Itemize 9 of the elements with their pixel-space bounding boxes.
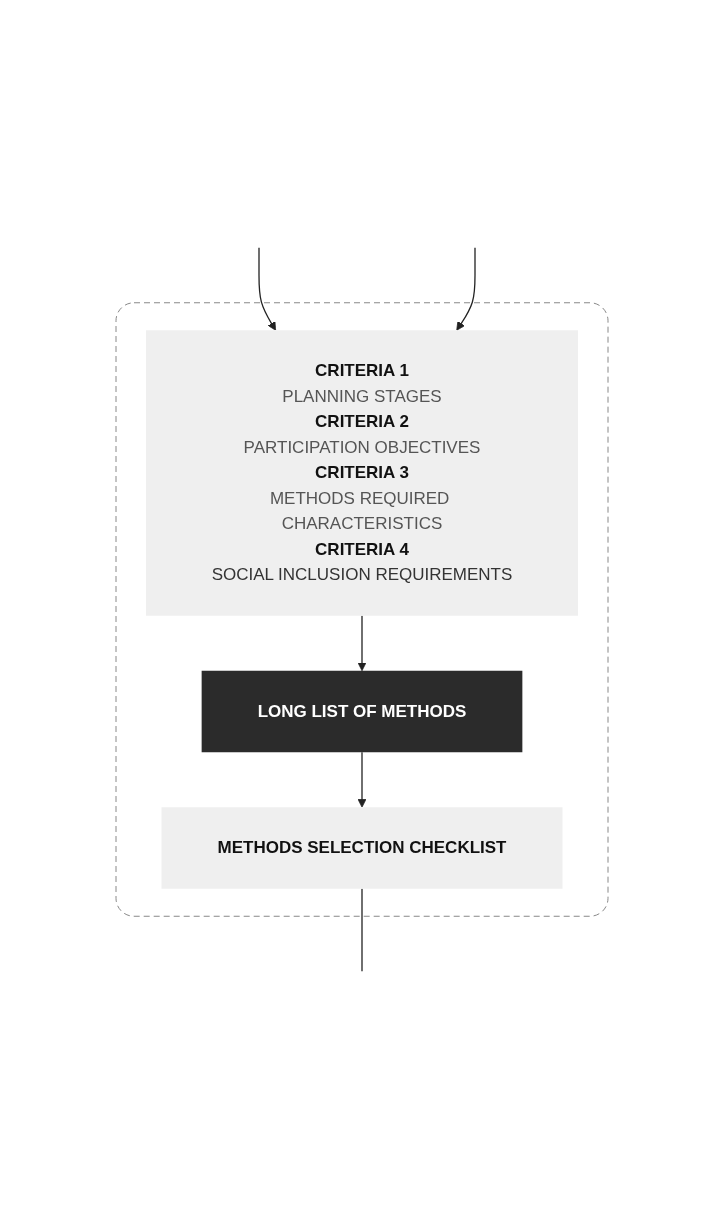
arrow — [456, 247, 476, 331]
cluster — [115, 302, 609, 917]
node-box: CRITERIA 1 PLANNING STAGES CRITERIA 2 PARTICIPATION OBJECTIVES CRITERIA 3 METHODS REQUIRED CHARACTERISTICS CRITERIA 4 SOCIAL INCLUSION REQUIREMENTS — [146, 330, 578, 616]
connector — [361, 888, 363, 972]
arrow — [357, 615, 367, 672]
arrow — [258, 247, 277, 331]
node-box: LONG LIST OF METHODS — [201, 670, 523, 753]
arrow — [357, 751, 367, 808]
node-box: METHODS SELECTION CHECKLIST — [161, 807, 563, 889]
